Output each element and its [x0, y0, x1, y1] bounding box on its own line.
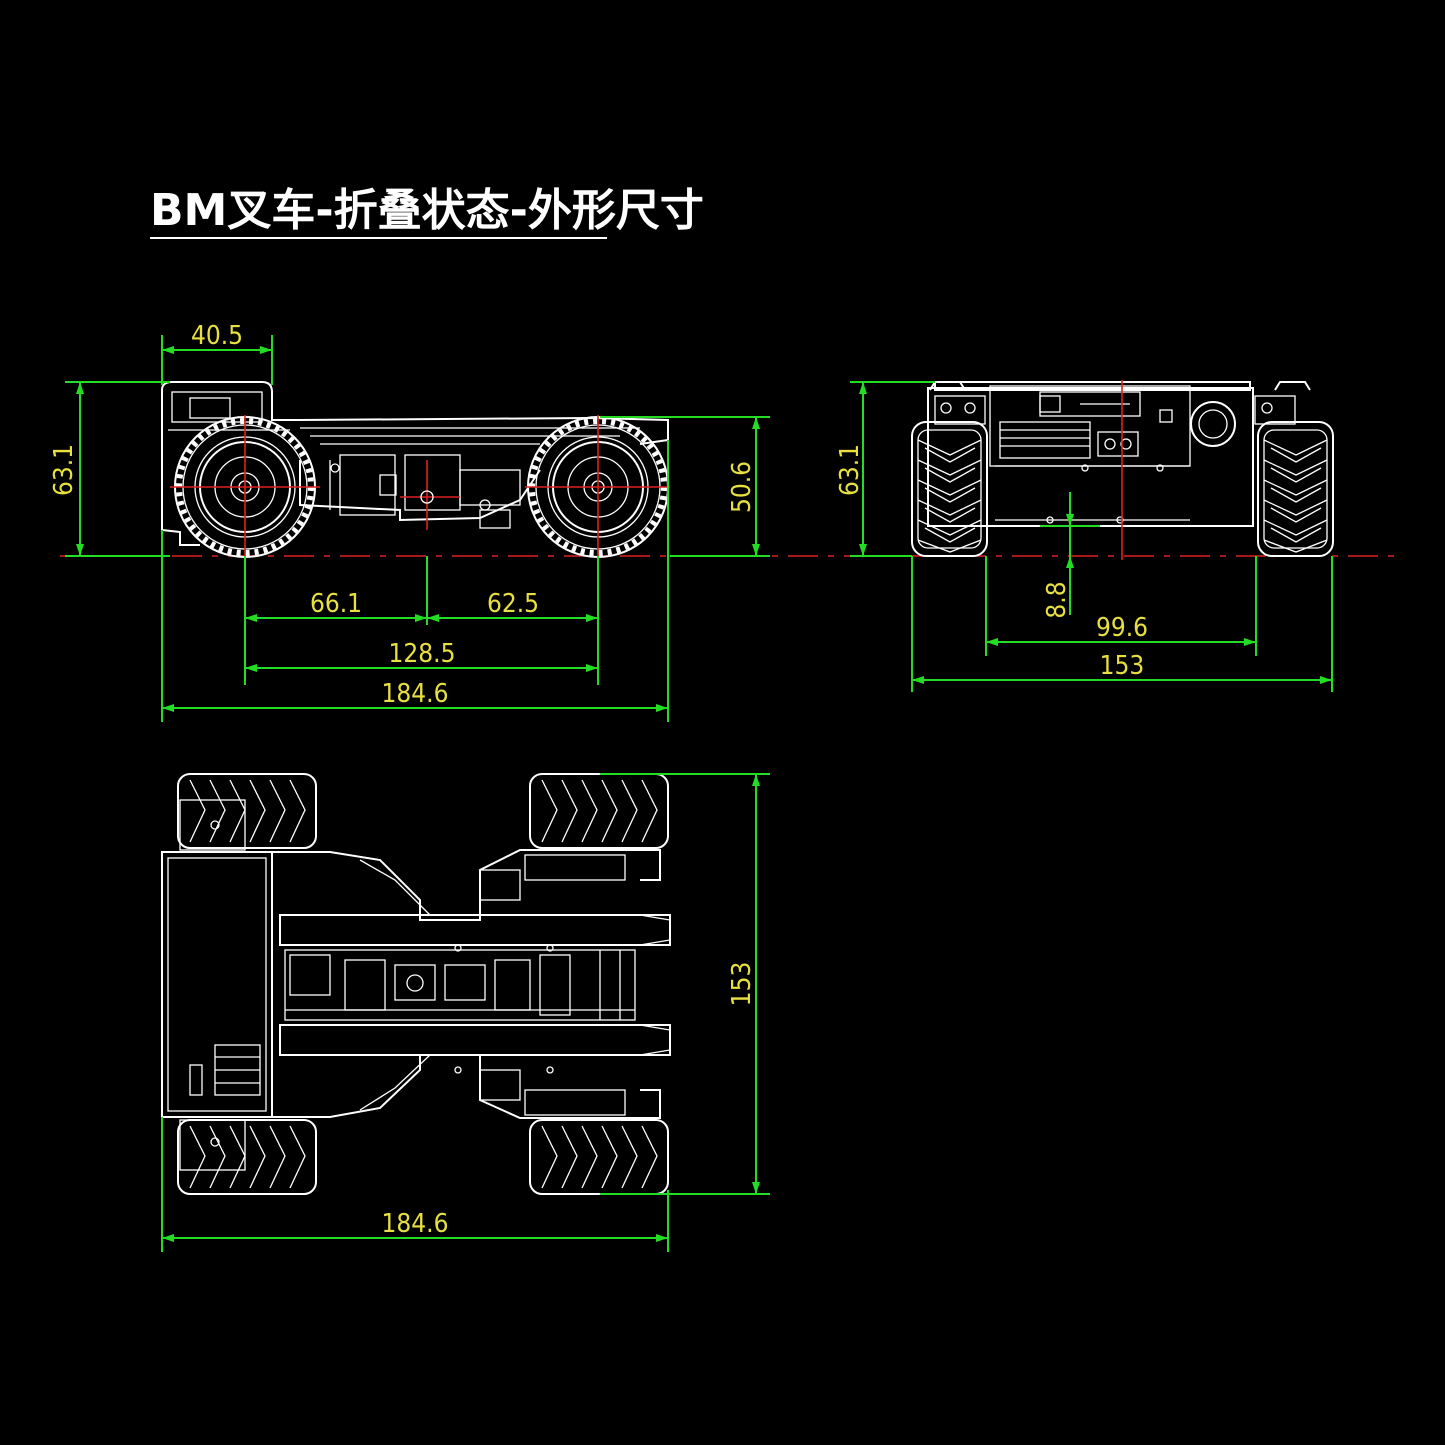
dim-top-length: 184.6 [161, 1117, 669, 1252]
dim-side-overall-length-label: 184.6 [382, 679, 449, 709]
dim-top-width-label: 153 [727, 962, 757, 1007]
front-view: 63.1 8.8 99.6 153 [835, 380, 1334, 692]
drawing-title: BM叉车-折叠状态-外形尺寸 [150, 185, 704, 239]
side-view: 40.5 63.1 50.6 6 [49, 321, 770, 722]
dim-front-track-inner: 99.6 [986, 613, 1256, 646]
top-view: 153 184.6 [161, 773, 770, 1252]
dim-side-wheel-height: 50.6 [600, 416, 770, 557]
dim-side-wheelbase: 128.5 [245, 639, 598, 672]
dim-top-width: 153 [600, 773, 770, 1195]
front-left-wheel [911, 421, 988, 557]
dim-front-overall-width: 153 [912, 651, 1332, 684]
dim-side-top-width-label: 40.5 [191, 321, 243, 351]
dim-side-front-to-mid-label: 66.1 [310, 589, 362, 619]
dim-side-wheelbase-label: 128.5 [389, 639, 456, 669]
dim-side-height-label: 63.1 [49, 444, 79, 496]
dim-front-ground-clearance: 8.8 [1040, 492, 1100, 619]
dim-side-front-to-mid: 66.1 [245, 589, 427, 622]
top-fork-lower [279, 1024, 671, 1056]
front-emblem-circle [1190, 401, 1236, 447]
top-battery-block [161, 851, 273, 1118]
title-text: BM叉车-折叠状态-外形尺寸 [150, 185, 704, 236]
top-wheel-rear-right [529, 1119, 669, 1195]
top-wheel-rear-left [177, 1119, 317, 1195]
dim-side-overall-length: 184.6 [162, 679, 668, 712]
side-chassis-rail [299, 416, 669, 445]
dim-front-overall-width-label: 153 [1100, 651, 1145, 681]
side-body-front [161, 390, 200, 546]
dim-front-height: 63.1 [835, 381, 935, 557]
front-right-wheel [1257, 421, 1334, 557]
dim-side-mid-to-rear-label: 62.5 [487, 589, 539, 619]
dim-front-ground-clearance-label: 8.8 [1042, 581, 1072, 618]
dim-side-mid-to-rear: 62.5 [427, 589, 598, 622]
dim-top-length-label: 184.6 [382, 1209, 449, 1239]
top-wheel-front-left [177, 773, 317, 849]
dim-front-height-label: 63.1 [835, 444, 865, 496]
dim-side-wheel-height-label: 50.6 [727, 461, 757, 513]
dim-side-height: 63.1 [49, 381, 170, 557]
top-wheel-front-right [529, 773, 669, 849]
dim-side-top-width: 40.5 [161, 321, 273, 385]
dim-front-track-inner-label: 99.6 [1096, 613, 1148, 643]
